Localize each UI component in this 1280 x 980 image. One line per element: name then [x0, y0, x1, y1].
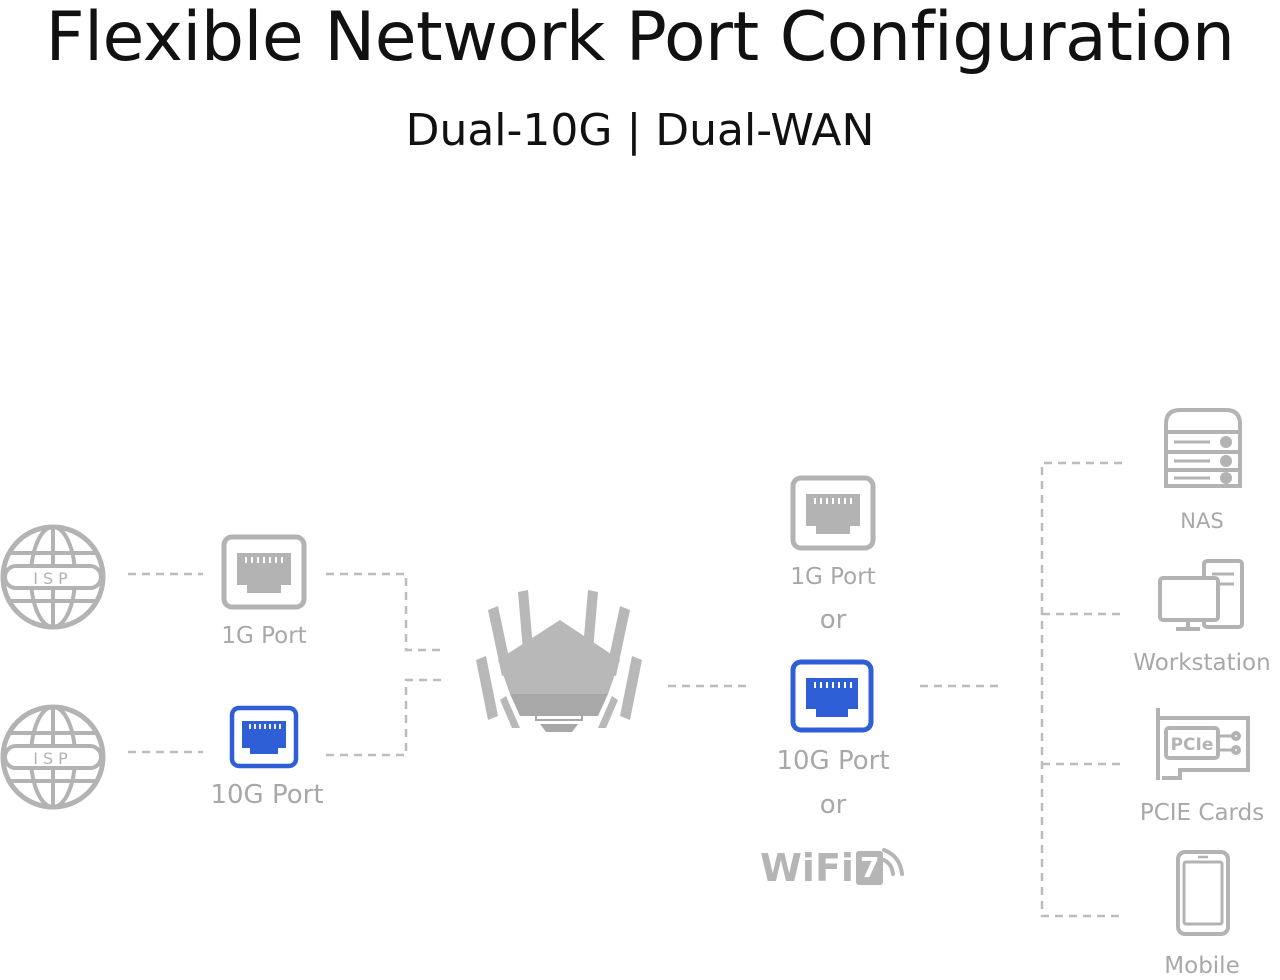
device-label-nas: NAS	[1180, 509, 1224, 533]
ethernet-port-1g-icon-middle	[790, 475, 876, 551]
pcie-card-icon	[1156, 708, 1250, 780]
workstation-icon	[1158, 559, 1244, 631]
wifi-signal-icon	[882, 848, 904, 876]
isp-label-bottom: ISP	[33, 749, 73, 768]
mobile-icon	[1176, 850, 1230, 936]
device-label-pcie-cards: PCIE Cards	[1139, 800, 1265, 826]
page-title: Flexible Network Port Configuration	[45, 0, 1235, 77]
ethernet-port-10g-icon-left	[229, 705, 299, 769]
device-label-workstation: Workstation	[1133, 650, 1271, 676]
left-connectors	[128, 461, 1122, 918]
wifi-number: 7	[855, 851, 884, 885]
or-label-2: or	[819, 790, 847, 820]
port-1g-label-left: 1G Port	[221, 623, 307, 649]
isp-label-top: ISP	[33, 569, 73, 588]
page-subtitle: Dual-10G | Dual-WAN	[405, 105, 875, 156]
or-label-1: or	[819, 605, 847, 635]
ethernet-port-10g-icon-middle	[790, 659, 874, 733]
device-label-mobile: Mobile	[1164, 953, 1240, 979]
port-10g-label-left: 10G Port	[210, 780, 324, 810]
ethernet-port-1g-icon-left	[221, 534, 307, 610]
port-1g-label-middle: 1G Port	[790, 564, 876, 590]
port-10g-label-middle: 10G Port	[776, 746, 890, 776]
pcie-card-text: PCIe	[1171, 735, 1214, 755]
router-icon	[476, 590, 642, 732]
nas-icon	[1164, 408, 1242, 488]
wifi-text: WiFi	[760, 846, 854, 890]
